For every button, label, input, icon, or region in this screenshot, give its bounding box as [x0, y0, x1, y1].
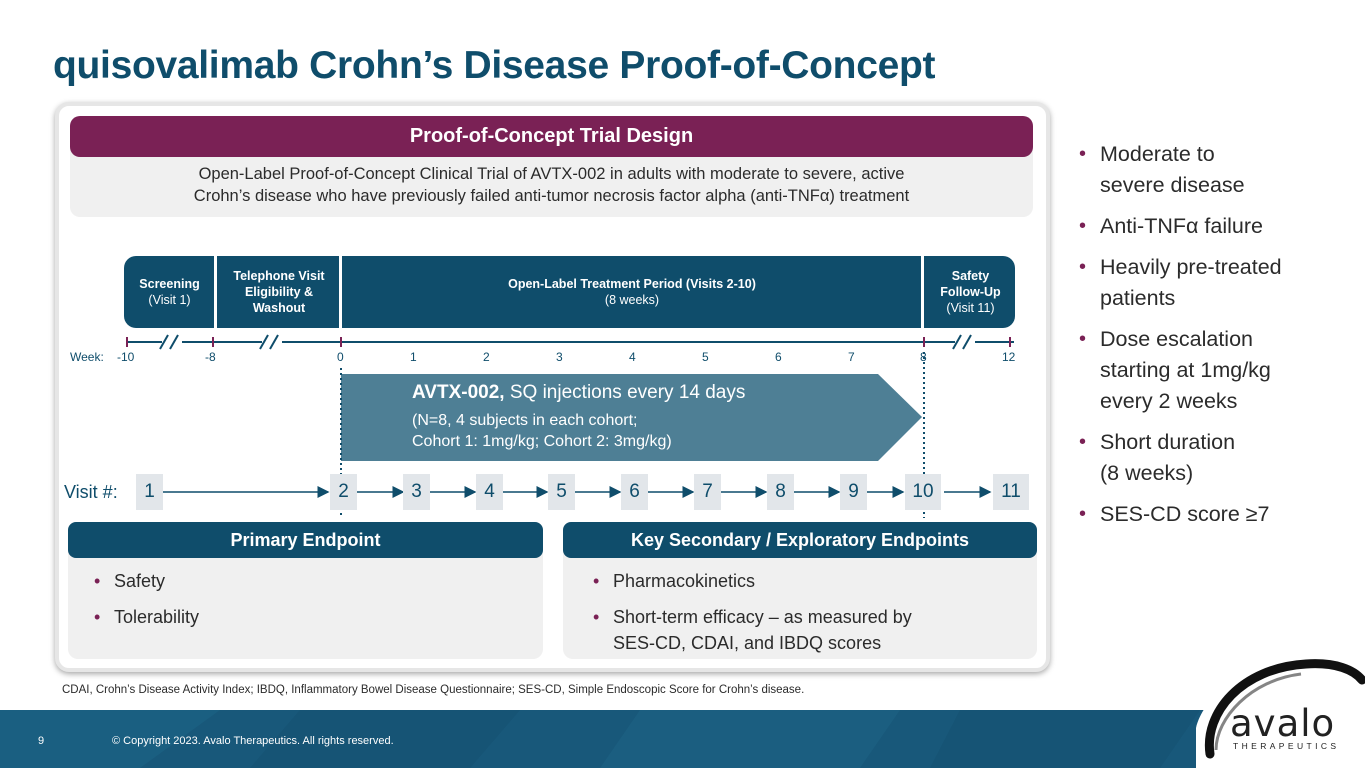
- visit-row-label: Visit #:: [64, 482, 118, 502]
- key-point-item: Dose escalation starting at 1mg/kg every 2…: [1079, 324, 1349, 417]
- phase-title: Screening: [139, 277, 200, 291]
- primary-endpoint-item: Tolerability: [92, 604, 199, 630]
- key-point-line: SES-CD score ≥7: [1100, 502, 1270, 526]
- visit-box: 10: [905, 474, 941, 510]
- secondary-endpoint-item: Short-term efficacy – as measured by SES-…: [591, 604, 912, 656]
- week-tick-label: 6: [775, 350, 782, 364]
- phase-divider: [214, 256, 217, 328]
- visit-box: 7: [694, 474, 721, 510]
- treatment-title: AVTX-002, SQ injections every 14 days: [412, 382, 745, 404]
- treatment-arrow-text: AVTX-002, SQ injections every 14 days (N…: [412, 382, 745, 452]
- key-point-line: Dose escalation: [1100, 327, 1253, 351]
- week-tick-label: 12: [1002, 350, 1016, 364]
- key-point-line: starting at 1mg/kg: [1100, 358, 1271, 382]
- phase-treatment: Open-Label Treatment Period (Visits 2-10…: [342, 256, 922, 328]
- phase-divider: [921, 256, 924, 328]
- phase-subtitle: (8 weeks): [604, 293, 660, 307]
- week-tick-label: 2: [483, 350, 490, 364]
- treatment-details-line: Cohort 1: 1mg/kg; Cohort 2: 3mg/kg): [412, 433, 672, 450]
- key-point-item: SES-CD score ≥7: [1079, 499, 1349, 530]
- key-point-line: Anti-TNFα failure: [1100, 214, 1263, 238]
- phase-safety-follow-up: Safety Follow-Up (Visit 11): [926, 256, 1015, 328]
- key-point-item: Anti-TNFα failure: [1079, 211, 1349, 242]
- treatment-details: (N=8, 4 subjects in each cohort; Cohort …: [412, 410, 745, 452]
- week-tick-label: 5: [702, 350, 709, 364]
- secondary-endpoints-list: Pharmacokinetics Short-term efficacy – a…: [591, 568, 912, 656]
- footer-texture: [0, 710, 1200, 768]
- week-tick-label: -10: [117, 350, 135, 364]
- copyright-text: © Copyright 2023. Avalo Therapeutics. Al…: [112, 735, 394, 747]
- key-point-line: patients: [1100, 286, 1176, 310]
- trial-description: Open-Label Proof-of-Concept Clinical Tri…: [70, 150, 1033, 217]
- key-point-line: Short duration: [1100, 430, 1236, 454]
- page-number: 9: [38, 735, 45, 747]
- key-point-item: Heavily pre-treated patients: [1079, 252, 1349, 314]
- footer-band: [0, 710, 1365, 768]
- phase-title: Safety Follow-Up: [940, 269, 1001, 299]
- visit-box: 5: [548, 474, 575, 510]
- week-tick-label: 1: [410, 350, 417, 364]
- treatment-regimen: SQ injections every 14 days: [504, 382, 746, 403]
- primary-endpoint-header: Primary Endpoint: [68, 522, 543, 558]
- primary-endpoint-item: Safety: [92, 568, 199, 594]
- visit-box: 11: [993, 474, 1029, 510]
- week-axis-ticks: [126, 337, 1011, 347]
- phase-subtitle: (Visit 1): [148, 293, 191, 307]
- avalo-logo-emblem: [1196, 659, 1365, 768]
- treatment-drug: AVTX-002,: [412, 382, 505, 403]
- treatment-details-line: (N=8, 4 subjects in each cohort;: [412, 412, 638, 429]
- trial-description-line: Crohn’s disease who have previously fail…: [193, 187, 910, 205]
- phase-divider: [339, 256, 342, 328]
- visit-box: 3: [403, 474, 430, 510]
- week-tick-label: -8: [205, 350, 216, 364]
- visit-box: 6: [621, 474, 648, 510]
- trial-description-line: Open-Label Proof-of-Concept Clinical Tri…: [198, 165, 905, 183]
- phase-title: Telephone Visit Eligibility & Washout: [233, 269, 325, 315]
- key-point-item: Short duration (8 weeks): [1079, 427, 1349, 489]
- phase-title: Open-Label Treatment Period (Visits 2-10…: [508, 277, 756, 291]
- logo-tagline: THERAPEUTICS: [1233, 741, 1340, 751]
- week-tick-label: 3: [556, 350, 563, 364]
- secondary-endpoint-line: Short-term efficacy – as measured by: [613, 607, 912, 627]
- key-point-line: (8 weeks): [1100, 461, 1194, 485]
- phase-screening: Screening (Visit 1): [124, 256, 215, 328]
- key-point-line: severe disease: [1100, 173, 1245, 197]
- week-tick-label: 7: [848, 350, 855, 364]
- visit-box: 8: [767, 474, 794, 510]
- axis-break-marks: [159, 334, 975, 350]
- phase-telephone-visit: Telephone Visit Eligibility & Washout: [220, 256, 338, 328]
- key-point-line: Moderate to: [1100, 142, 1215, 166]
- week-tick-label: 8: [920, 350, 927, 364]
- treatment-arrow: [341, 374, 922, 461]
- week-tick-label: 0: [337, 350, 344, 364]
- logo-wordmark: avalo: [1230, 702, 1336, 745]
- phase-band: Screening (Visit 1) Telephone Visit Elig…: [124, 256, 1015, 328]
- visit-box: 4: [476, 474, 503, 510]
- secondary-endpoint-line: SES-CD, CDAI, and IBDQ scores: [613, 633, 882, 653]
- key-point-line: every 2 weeks: [1100, 389, 1238, 413]
- phase-subtitle: (Visit 11): [946, 301, 995, 315]
- abbreviations-footnote: CDAI, Crohn’s Disease Activity Index; IB…: [62, 684, 805, 696]
- visit-box: 9: [840, 474, 867, 510]
- week-axis-label: Week:: [70, 350, 104, 364]
- week-tick-label: 4: [629, 350, 636, 364]
- secondary-endpoints-header: Key Secondary / Exploratory Endpoints: [563, 522, 1037, 558]
- key-points-list: Moderate to severe disease Anti-TNFα fail…: [1079, 139, 1349, 540]
- key-point-item: Moderate to severe disease: [1079, 139, 1349, 201]
- slide-title: quisovalimab Crohn’s Disease Proof-of-Co…: [53, 44, 936, 87]
- secondary-endpoint-item: Pharmacokinetics: [591, 568, 912, 594]
- primary-endpoint-list: Safety Tolerability: [92, 568, 199, 640]
- key-point-line: Heavily pre-treated: [1100, 255, 1282, 279]
- trial-design-header: Proof-of-Concept Trial Design: [70, 116, 1033, 157]
- visit-box: 2: [330, 474, 357, 510]
- visit-box: 1: [136, 474, 163, 510]
